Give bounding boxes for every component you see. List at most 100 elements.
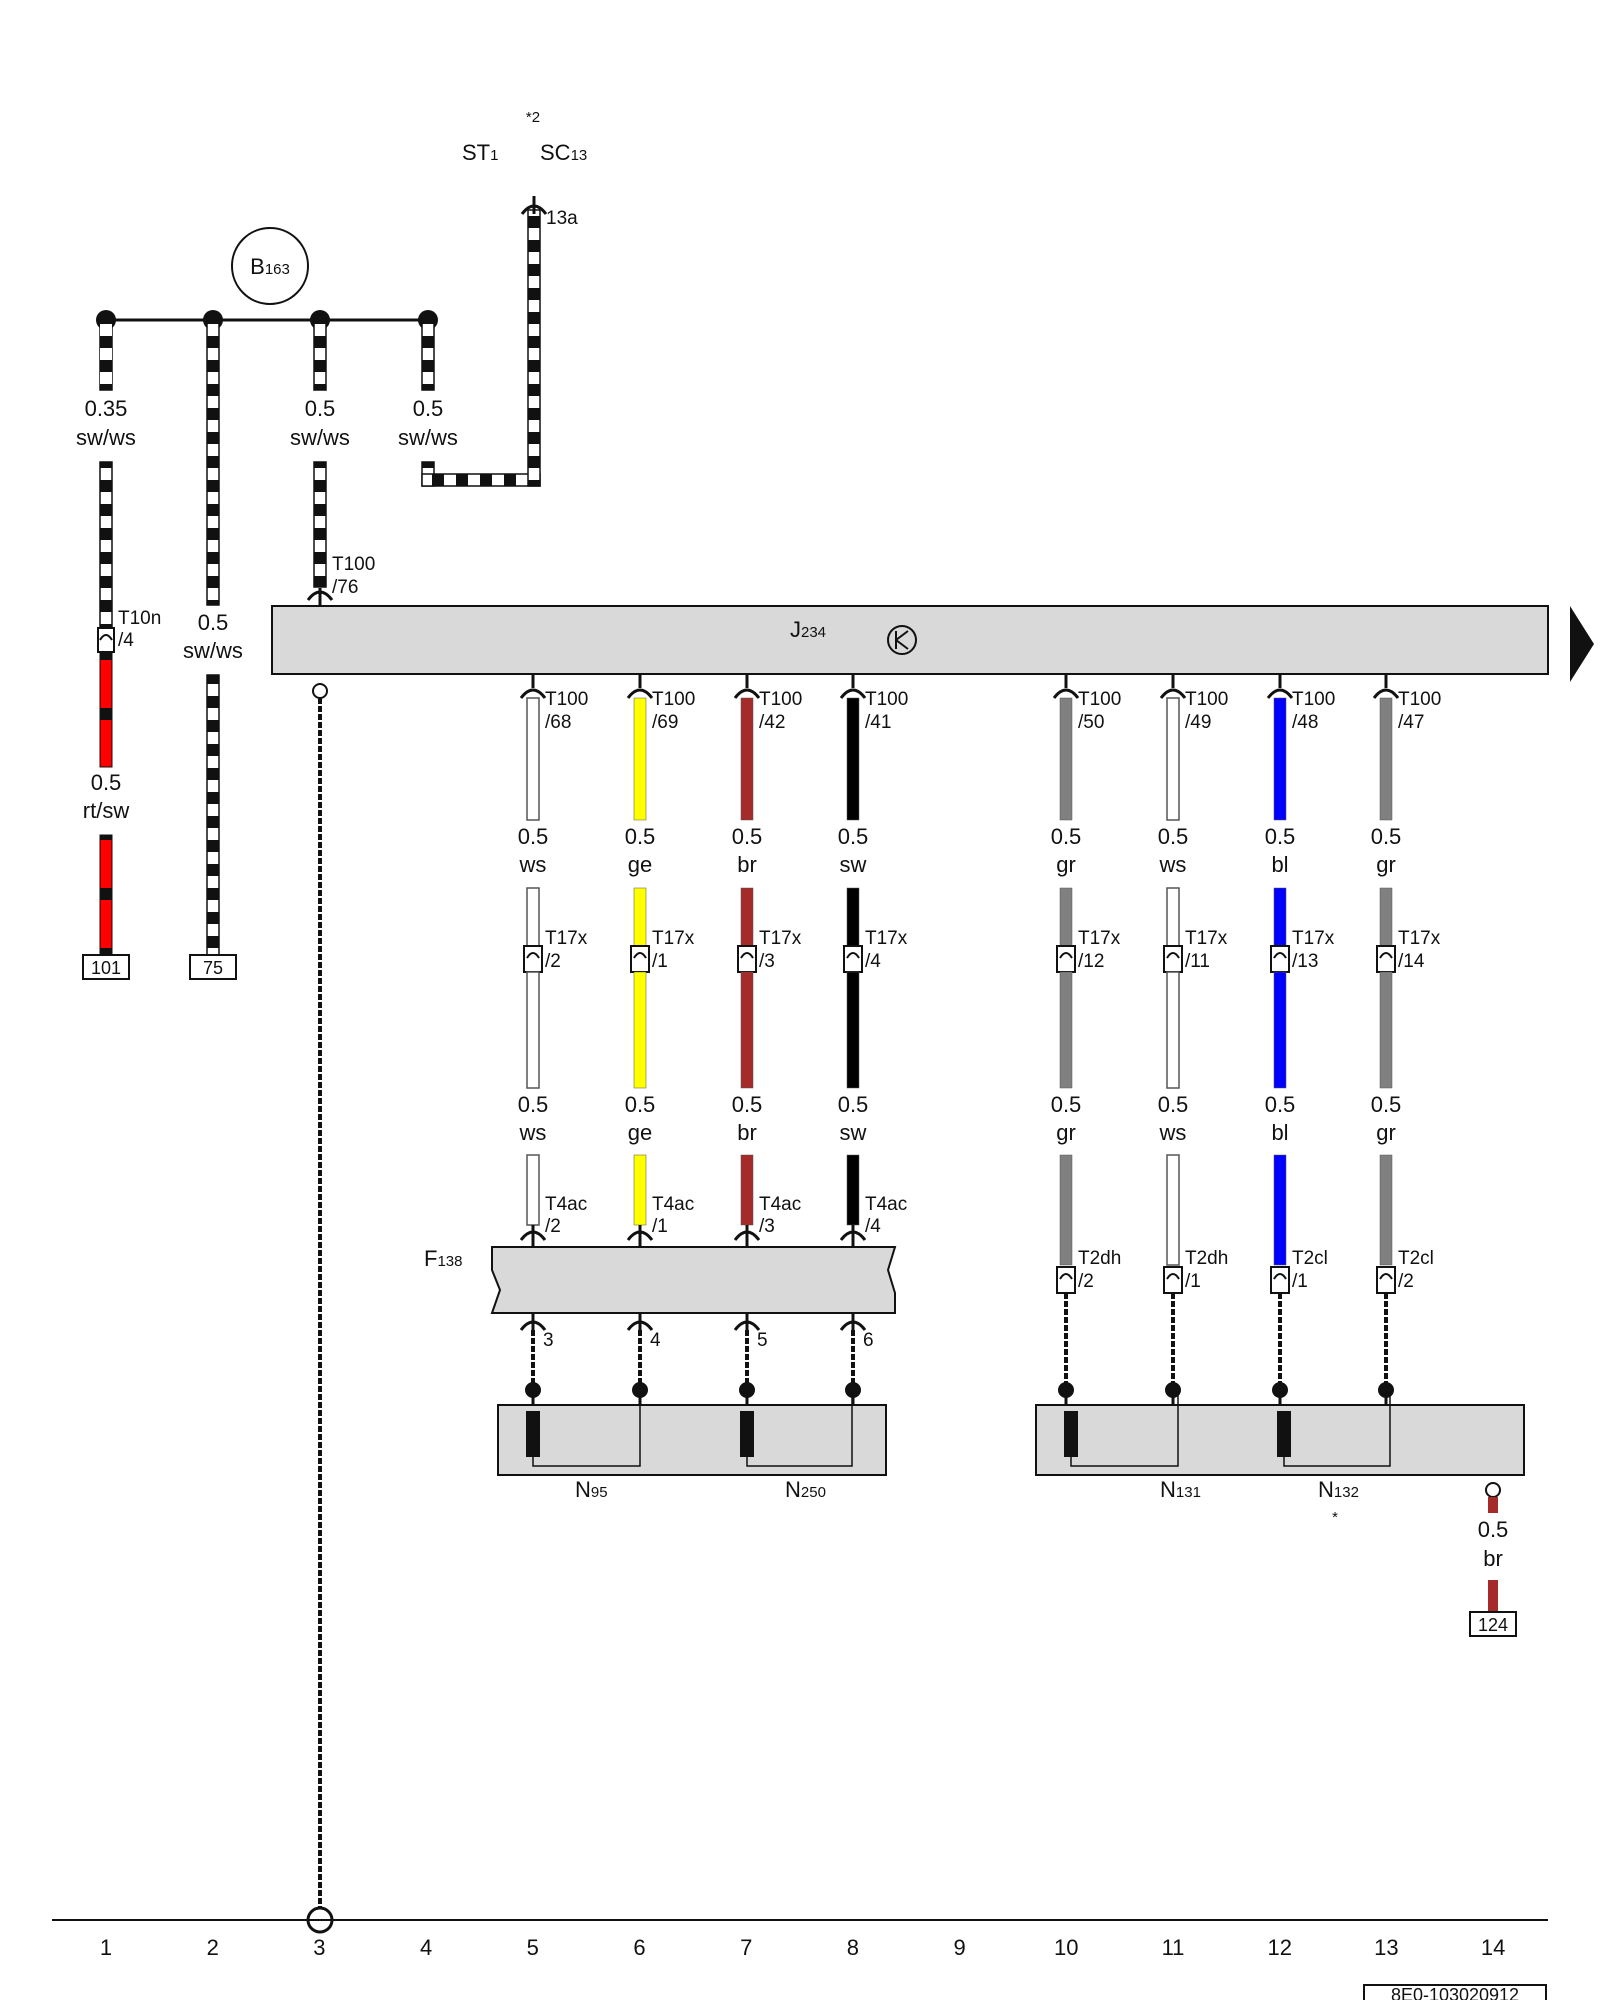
wire-col3-size: 0.5 [305,396,336,421]
n131-prefix: N [1160,1477,1176,1502]
wire-col1: 0.35 sw/ws T10n /4 0.5 rt/sw 101 [76,319,161,980]
j234-prefix: J [790,617,801,642]
column-number-4: 4 [420,1935,432,1960]
j234-connector-6: T100 [1185,689,1228,710]
mid-connector-1: T17x [545,928,588,949]
wire-size-lower-5: 0.5 [1051,1092,1082,1117]
bottom-pin-5: /2 [1078,1271,1094,1292]
bottom-pin-1: /2 [545,1216,561,1237]
f138-out-pin-4: 6 [863,1330,874,1351]
f138-out-pin-1: 3 [543,1330,554,1351]
j234-pin-7: /48 [1292,712,1318,733]
sc13-prefix: SC [540,140,571,165]
j234-connector-5: T100 [1078,689,1121,710]
mid-connector-6: T17x [1185,928,1228,949]
t10n-label: T10n [118,608,161,629]
j234-connector-3: T100 [759,689,802,710]
mid-connector-4: T17x [865,928,908,949]
bottom-pin-8: /2 [1398,1271,1414,1292]
right-branch-color: br [1483,1546,1503,1571]
mid-connector-2: T17x [652,928,695,949]
column-number-3: 3 [313,1935,325,1960]
column-number-11: 11 [1162,1935,1185,1960]
mid-pin-8: /14 [1398,951,1425,972]
svg-text:B163: B163 [250,254,290,279]
wire-color-upper-7: bl [1271,852,1288,877]
mid-connector-3: T17x [759,928,802,949]
column-number-7: 7 [740,1935,752,1960]
bottom-pin-4: /4 [865,1216,881,1237]
ref-124: 124 [1478,1615,1508,1635]
wire-col4: 0.5 sw/ws 13a [398,196,578,487]
wire-color-upper-1: ws [519,852,547,877]
mid-pin-7: /13 [1292,951,1318,972]
wire-size-lower-6: 0.5 [1158,1092,1189,1117]
bottom-connector-1: T4ac [545,1194,587,1215]
j234-pin-3: /42 [759,712,785,733]
bottom-connector-8: T2cl [1398,1248,1434,1269]
wire-size-upper-5: 0.5 [1051,824,1082,849]
n131-n132-component: N131 N132 * [1035,1390,1525,1526]
n95-n250-component: N95 N250 [497,1390,887,1502]
mid-pin-1: /2 [545,951,561,972]
wire-size-lower-8: 0.5 [1371,1092,1402,1117]
wire-size-lower-3: 0.5 [732,1092,763,1117]
wire-size-upper-1: 0.5 [518,824,549,849]
j234-connector-2: T100 [652,689,695,710]
wire-color-upper-8: gr [1376,852,1396,877]
n132-prefix: N [1318,1477,1334,1502]
column-number-10: 10 [1054,1935,1078,1960]
wire-col3-color: sw/ws [290,425,350,450]
bottom-pin-7: /1 [1292,1271,1308,1292]
j234-sub: 234 [801,624,826,641]
ref-75: 75 [203,958,223,978]
right-branch: 0.5 br 124 [1469,1482,1517,1637]
column-number-13: 13 [1374,1935,1398,1960]
j234-pin-8: /47 [1398,712,1424,733]
j234-pin-1: /68 [545,712,571,733]
column-number-8: 8 [847,1935,859,1960]
column-number-2: 2 [207,1935,219,1960]
bottom-pin-6: /1 [1185,1271,1201,1292]
wire-color-lower-3: br [737,1120,757,1145]
st1-prefix: ST [462,140,490,165]
bottom-connector-4: T4ac [865,1194,907,1215]
n132-note: * [1332,1509,1338,1526]
n95-prefix: N [575,1477,591,1502]
doc-reference: 8E0-103020912 [1363,1984,1547,2000]
sc13-pin: 13a [546,208,578,229]
wire-size-lower-4: 0.5 [838,1092,869,1117]
column-number-14: 14 [1481,1935,1505,1960]
wire-col1-lower-color: rt/sw [83,798,130,823]
column-number-12: 12 [1267,1935,1291,1960]
j234-connector-4: T100 [865,689,908,710]
ref-101: 101 [91,958,121,978]
wire-color-lower-8: gr [1376,1120,1396,1145]
wire-col3: 0.5 sw/ws T100 /76 [290,319,375,605]
svg-text:J234: J234 [790,617,826,642]
wire-size-upper-3: 0.5 [732,824,763,849]
n250-prefix: N [785,1477,801,1502]
t10n-pin: /4 [118,630,134,651]
j234-pin-6: /49 [1185,712,1211,733]
wire-size-upper-6: 0.5 [1158,824,1189,849]
transistor-icon [887,625,917,655]
wire-color-upper-6: ws [1159,852,1187,877]
j234-connector-1: T100 [545,689,588,710]
n95-sub: 95 [591,1484,608,1501]
wire-size-lower-1: 0.5 [518,1092,549,1117]
wire-col1-color: sw/ws [76,425,136,450]
bottom-connector-6: T2dh [1185,1248,1228,1269]
wire-size-lower-2: 0.5 [625,1092,656,1117]
f138-sub: 138 [437,1253,462,1270]
wire-size-upper-4: 0.5 [838,824,869,849]
wire-color-upper-5: gr [1056,852,1076,877]
svg-text:ST1: ST1 [462,140,498,165]
f138-out-pin-2: 4 [650,1330,661,1351]
